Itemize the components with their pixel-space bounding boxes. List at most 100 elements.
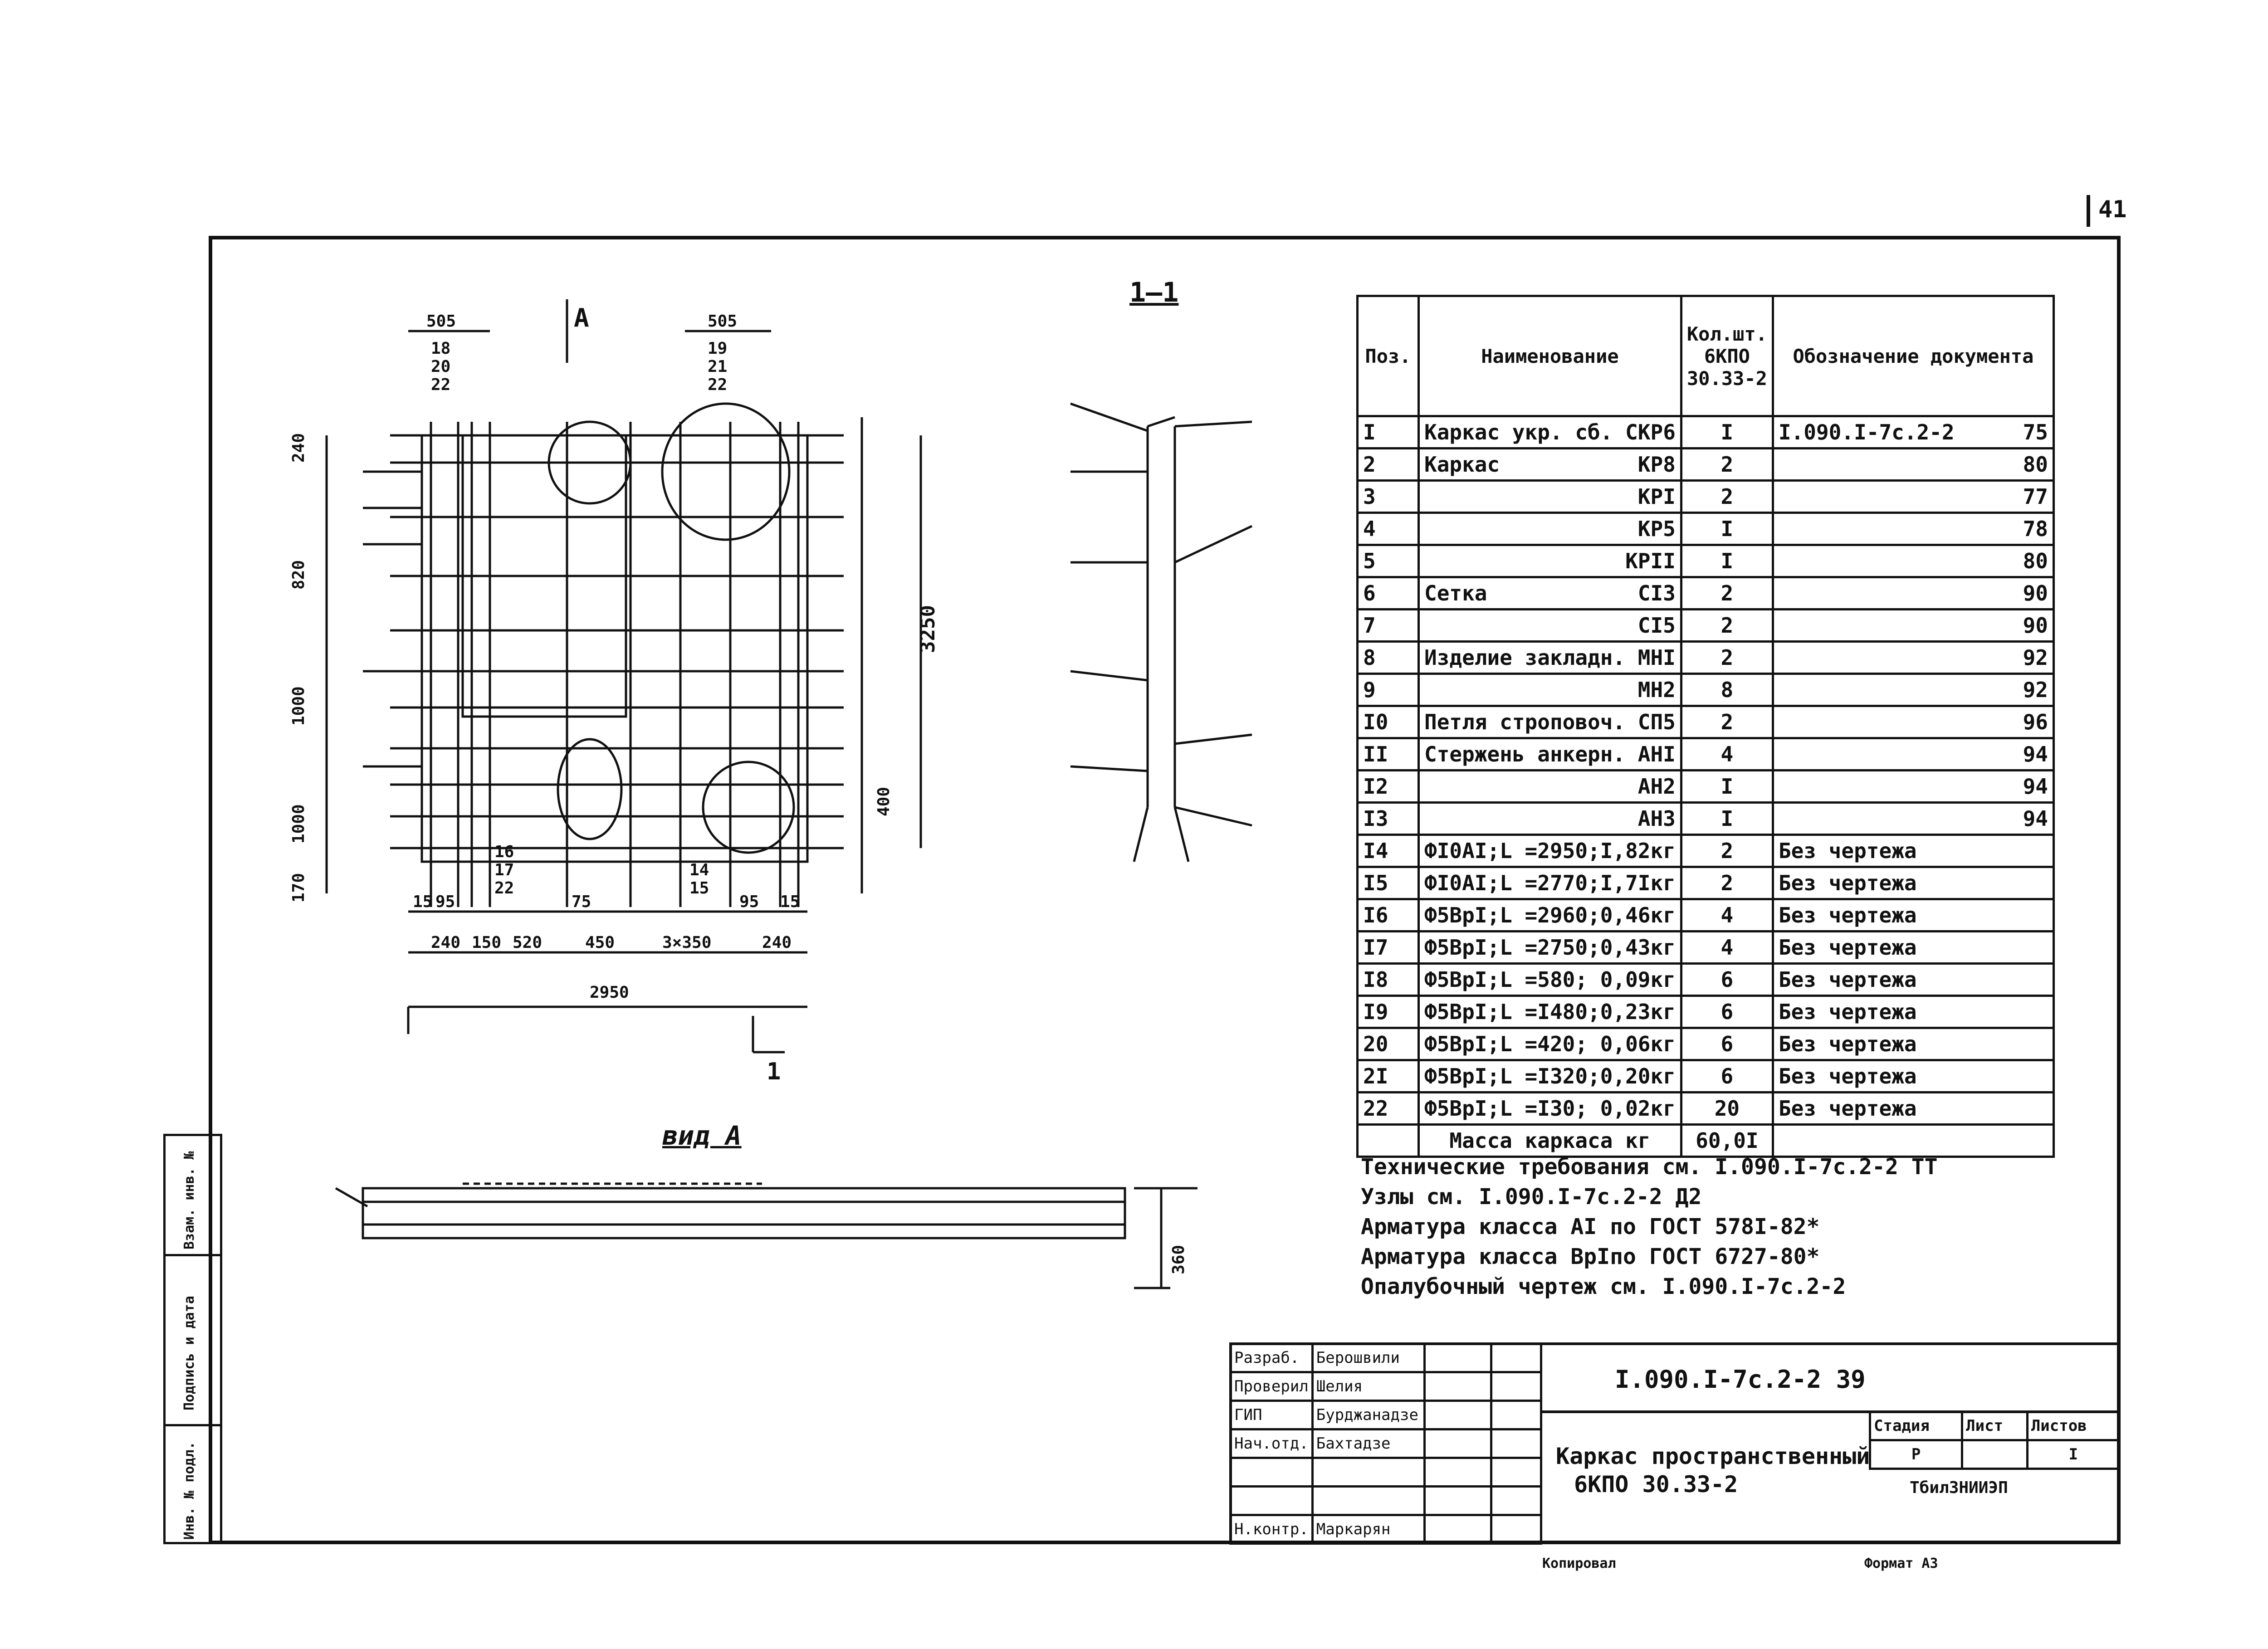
signature-name: Бахтадзе xyxy=(1311,1428,1426,1459)
signature-name: Шелия xyxy=(1311,1371,1426,1402)
spec-qty: 2 xyxy=(1680,640,1774,675)
dim-bottom2: 150 xyxy=(472,933,501,952)
spec-doc: 80 xyxy=(1771,447,2055,482)
signature-row: Н.контр.Маркарян xyxy=(1229,1514,1543,1545)
spec-qty: 2 xyxy=(1680,705,1774,739)
signature-name: Берошвили xyxy=(1311,1342,1426,1373)
signature-name xyxy=(1311,1457,1426,1488)
stack-right: 22 xyxy=(708,376,727,394)
spec-pos: I0 xyxy=(1356,705,1420,739)
sheets-value: I xyxy=(2026,1439,2121,1470)
spec-doc-page: 94 xyxy=(2023,774,2048,799)
spec-name: Каркас укр. сб. СКР6 xyxy=(1418,415,1682,449)
spec-name-text: Сетка xyxy=(1424,581,1487,605)
spec-name-sub: МН2 xyxy=(1637,678,1676,702)
spec-name: АН3 xyxy=(1418,801,1682,836)
sheet-value xyxy=(1961,1439,2028,1470)
signature-sign xyxy=(1423,1514,1492,1545)
spec-header-name: Наименование xyxy=(1418,295,1682,417)
spec-name-sub: КР5 xyxy=(1637,517,1676,541)
spec-name-text: Ф5ВрI;L =2960;0,46кг xyxy=(1424,903,1676,927)
dim-left: 170 xyxy=(289,873,308,903)
signature-date xyxy=(1490,1514,1543,1545)
spec-qty: I xyxy=(1680,801,1774,836)
stack-left: 20 xyxy=(431,357,450,376)
spec-doc: Без чертежа xyxy=(1771,962,2055,997)
spec-doc-text: I.090.I-7с.2-2 xyxy=(1778,420,1955,444)
spec-doc-page: 90 xyxy=(2023,613,2048,638)
spec-header-pos: Поз. xyxy=(1356,295,1420,417)
spec-pos: 2 xyxy=(1356,447,1420,482)
specification-table: Поз. Наименование Кол.шт. 6КПО 30.33-2 О… xyxy=(1356,295,2055,1158)
spec-name-text: Изделие закладн. xyxy=(1424,645,1626,670)
dim-bottom2: 240 xyxy=(431,933,460,952)
dim-bottom2: 450 xyxy=(585,933,615,952)
signature-role xyxy=(1229,1485,1314,1516)
spec-name: Ф5ВрI;L =I480;0,23кг xyxy=(1418,995,1682,1029)
note-line: Узлы см. I.090.I-7с.2-2 Д2 xyxy=(1361,1184,1702,1210)
signature-name: Маркарян xyxy=(1311,1514,1426,1545)
spec-name: КРII xyxy=(1418,544,1682,578)
spec-doc-text: Без чертежа xyxy=(1778,935,1917,960)
dim-total-height: 3250 xyxy=(916,605,939,653)
spec-header-row: Поз. Наименование Кол.шт. 6КПО 30.33-2 О… xyxy=(1356,295,2055,417)
spec-qty: I xyxy=(1680,512,1774,546)
format: Формат А3 xyxy=(1864,1556,1938,1571)
spec-pos: I5 xyxy=(1356,866,1420,900)
signature-sign xyxy=(1423,1400,1492,1430)
dim-bottom: 95 xyxy=(739,893,759,911)
signature-date xyxy=(1490,1371,1543,1402)
spec-pos: I7 xyxy=(1356,930,1420,965)
spec-doc: 94 xyxy=(1771,801,2055,836)
spec-qty: 4 xyxy=(1680,930,1774,965)
spec-name: Ф5ВрI;L =2960;0,46кг xyxy=(1418,898,1682,932)
elevation-height: 360 xyxy=(1169,1245,1188,1274)
spec-doc-page: 80 xyxy=(2023,452,2048,477)
view-label: вид А xyxy=(662,1120,742,1151)
spec-name: ФI0АI;L =2770;I,7Iкг xyxy=(1418,866,1682,900)
dim-bottom2: 520 xyxy=(513,933,542,952)
spec-qty: 2 xyxy=(1680,576,1774,610)
note-line: Арматура класса АI по ГОСТ 578I-82* xyxy=(1361,1214,1820,1239)
spec-doc: 90 xyxy=(1771,608,2055,643)
spec-doc-page: 78 xyxy=(2023,517,2048,541)
dim-bottom: 75 xyxy=(572,893,591,911)
spec-doc: 96 xyxy=(1771,705,2055,739)
note-line: Технические требования см. I.090.I-7с.2-… xyxy=(1361,1154,1938,1180)
stack-bottom-right: 15 xyxy=(689,879,709,898)
spec-doc: 92 xyxy=(1771,640,2055,675)
spec-header-doc: Обозначение документа xyxy=(1771,295,2055,417)
side-stamp-signature: Подпись и дата xyxy=(163,1254,222,1426)
spec-pos: 6 xyxy=(1356,576,1420,610)
spec-qty: 2 xyxy=(1680,834,1774,868)
spec-doc-text: Без чертежа xyxy=(1778,1032,1917,1056)
signature-row: Нач.отд.Бахтадзе xyxy=(1229,1428,1543,1459)
spec-name-text: Ф5ВрI;L =420; 0,06кг xyxy=(1424,1032,1676,1056)
signature-date xyxy=(1490,1428,1543,1459)
spec-name: Ф5ВрI;L =420; 0,06кг xyxy=(1418,1027,1682,1061)
spec-name-sub: СП5 xyxy=(1637,710,1676,734)
stage-label: Стадия xyxy=(1868,1410,1964,1441)
drawing-frame xyxy=(209,236,2121,1544)
spec-doc-page: 94 xyxy=(2023,806,2048,831)
stack-left: 22 xyxy=(431,376,450,394)
signature-role: Разраб. xyxy=(1229,1342,1314,1373)
note-line: Арматура класса ВрIпо ГОСТ 6727-80* xyxy=(1361,1244,1820,1269)
spec-name: АН2 xyxy=(1418,769,1682,804)
spec-pos: I9 xyxy=(1356,995,1420,1029)
dim-top-left: 505 xyxy=(426,312,456,331)
stack-right: 19 xyxy=(708,339,727,358)
spec-name-text: ФI0АI;L =2950;I,82кг xyxy=(1424,839,1676,863)
side-stamp-label: Инв. № подл. xyxy=(181,1441,197,1540)
spec-doc-text: Без чертежа xyxy=(1778,871,1917,895)
sheet-label: Лист xyxy=(1961,1410,2028,1441)
dim-bottom: 15 xyxy=(413,893,432,911)
signature-sign xyxy=(1423,1342,1492,1373)
